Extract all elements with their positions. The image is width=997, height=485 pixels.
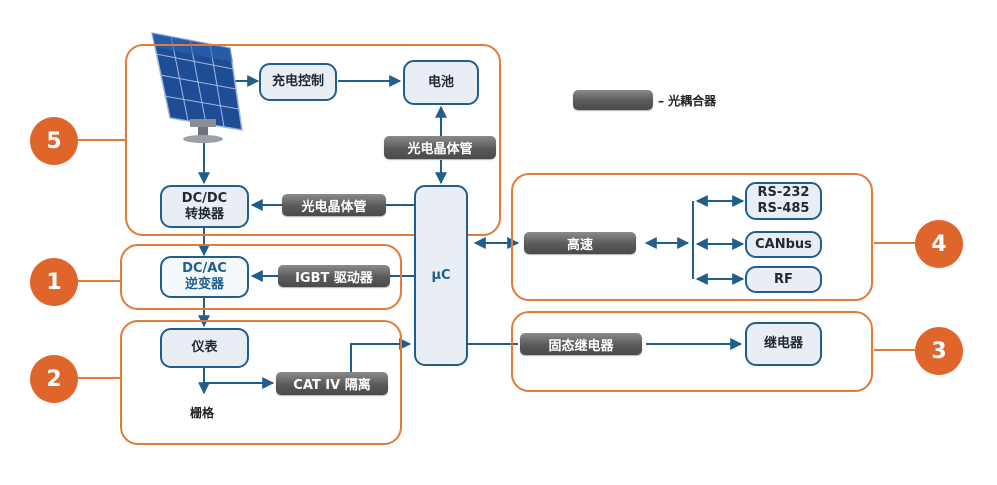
meter-block: 仪表: [160, 328, 249, 368]
mcu-label: µC: [431, 267, 451, 283]
wire-cativ-mcu: [350, 338, 412, 372]
group-3-relay: [511, 311, 873, 392]
legend-optocoupler-swatch: [573, 90, 653, 110]
charge-control-block: 充电控制: [259, 63, 337, 101]
canbus-block: CANbus: [745, 231, 822, 258]
igbt-driver: IGBT 驱动器: [278, 265, 390, 287]
charge-control-label: 充电控制: [271, 74, 324, 89]
dcdc-label-1: DC/DC: [181, 190, 228, 206]
legend-label: – 光耦合器: [658, 94, 717, 108]
meter-label: 仪表: [191, 340, 218, 355]
phototransistor-top: 光电晶体管: [384, 136, 496, 159]
relay-block: 继电器: [745, 322, 822, 366]
battery-label: 电池: [427, 74, 454, 90]
group-4-communication: [511, 173, 873, 301]
mcu-block: µC: [414, 185, 468, 366]
rf-block: RF: [745, 266, 822, 293]
canbus-label: CANbus: [755, 236, 812, 252]
badge-2: 2: [30, 355, 78, 403]
badge-4: 4: [915, 220, 963, 268]
rf-label: RF: [774, 271, 793, 287]
battery-block: 电池: [403, 60, 479, 105]
relay-label: 继电器: [763, 336, 803, 351]
phototransistor-mid: 光电晶体管: [282, 194, 386, 216]
rs232-label: RS-232: [757, 185, 810, 200]
badge-1: 1: [30, 258, 78, 306]
badge-5: 5: [30, 117, 78, 165]
dcac-label-1: DC/AC: [182, 261, 227, 276]
dcac-label-2: 逆变器: [184, 277, 224, 292]
high-speed-optocoupler: 高速: [524, 232, 636, 254]
cat-iv-isolation: CAT IV 隔离: [276, 372, 388, 395]
rs485-label: RS-485: [757, 201, 810, 216]
dcdc-label-2: 转换器: [184, 206, 224, 222]
group-1-inverter: [120, 244, 402, 310]
group-5-solar-battery: [125, 44, 501, 236]
solar-panel-icon: [151, 32, 243, 143]
solid-state-relay-optocoupler: 固态继电器: [520, 333, 642, 355]
grid-label: 栅格: [190, 406, 215, 420]
group-2-metering: [120, 320, 402, 445]
badge-3: 3: [915, 327, 963, 375]
